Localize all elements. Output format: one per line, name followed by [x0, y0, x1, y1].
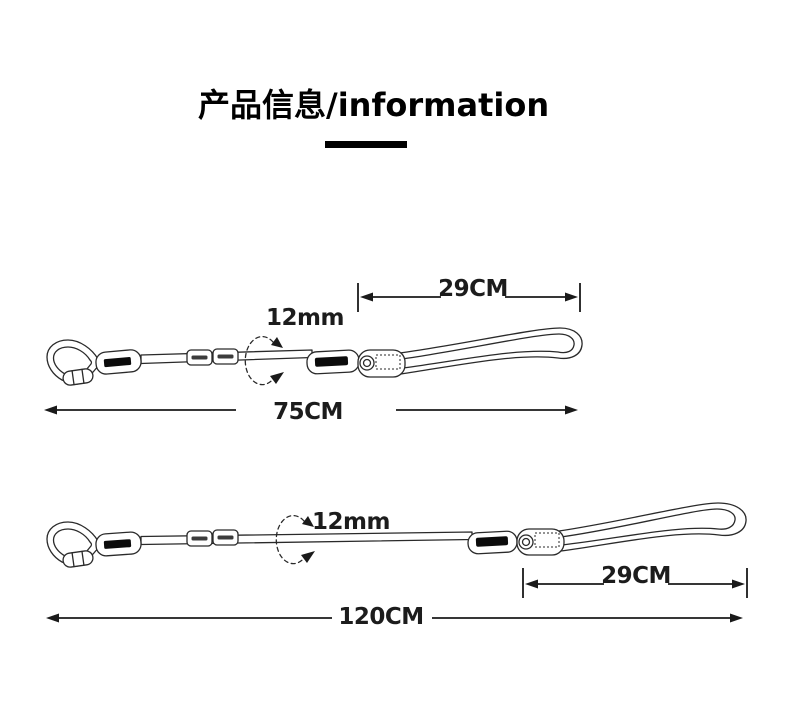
rope-tag [212, 348, 239, 365]
diagram-short-leash-art [44, 283, 583, 415]
rope-diameter-label: 12mm [312, 509, 390, 535]
handle-length-label: 29CM [438, 276, 508, 302]
rope-tag [212, 529, 239, 546]
carabiner-icon [46, 339, 101, 386]
total-length-label: 120CM [338, 604, 424, 630]
rope-tag [186, 349, 213, 366]
carabiner-inner-edge [52, 528, 93, 560]
rope-tag [186, 530, 213, 547]
diagram-long-leash-art [46, 502, 748, 623]
total-length-dimension [46, 613, 743, 623]
carabiner-icon [46, 521, 101, 568]
sleeve-label [306, 349, 360, 375]
buckle-icon [357, 349, 406, 378]
sleeve-label [95, 531, 142, 557]
diameter-rotation-icon [244, 335, 284, 386]
total-length-dimension [44, 405, 578, 415]
rope-diameter-label: 12mm [266, 305, 344, 331]
handle-length-dimension [522, 568, 748, 598]
total-length-label: 75CM [273, 399, 343, 425]
diameter-rotation-icon [275, 514, 315, 565]
carabiner-inner-edge [52, 346, 93, 378]
handle-loop [399, 327, 583, 375]
sleeve-label [95, 349, 142, 375]
title-underline [325, 141, 407, 148]
handle-length-label: 29CM [601, 563, 671, 589]
brand-label-patch [103, 357, 132, 368]
brand-label-patch [103, 539, 132, 549]
brand-label-patch [314, 356, 349, 367]
handle-loop [558, 502, 747, 552]
brand-label-patch [475, 536, 509, 547]
page-title: 产品信息/information [198, 86, 550, 124]
carabiner-lock-barrel [62, 550, 94, 568]
handle-length-dimension [357, 283, 581, 312]
carabiner-lock-barrel [62, 368, 94, 386]
buckle-icon [516, 528, 565, 556]
sleeve-label [467, 530, 518, 555]
